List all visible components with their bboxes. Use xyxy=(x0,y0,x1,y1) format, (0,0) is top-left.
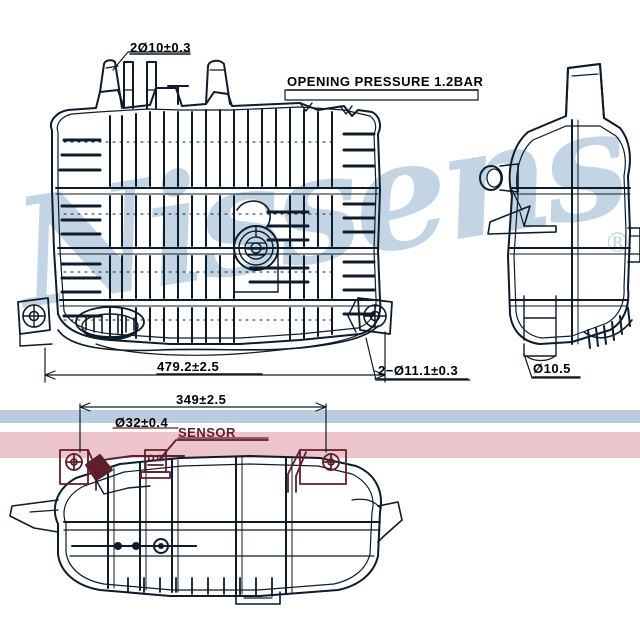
dimension-label-side-hole: Ø10.5 xyxy=(533,361,571,376)
dimension-label-top-holes: 2Ø10±0.3 xyxy=(130,40,192,55)
pressure-cap xyxy=(233,200,279,293)
opening-pressure-label: OPENING PRESSURE 1.2BAR xyxy=(287,74,484,89)
color-band-blue xyxy=(0,410,640,423)
front-view-group xyxy=(17,59,393,356)
side-port xyxy=(479,163,523,211)
side-view-group xyxy=(479,63,640,362)
dimension-label-mount-spacing: 349±2.5 xyxy=(176,392,227,407)
sensor-body xyxy=(140,449,171,479)
sensor-label: SENSOR xyxy=(178,425,236,440)
dimension-label-neck-diameter: Ø32±0.4 xyxy=(115,415,169,430)
dimension-label-mount-holes: 2−Ø11.1±0.3 xyxy=(378,363,459,378)
left-mount-lug xyxy=(17,297,53,347)
right-bracket xyxy=(287,449,347,493)
dimension-label-overall-width: 479.2±2.5 xyxy=(157,359,220,374)
color-band-pink xyxy=(0,432,640,458)
right-mount-lug xyxy=(347,297,393,335)
left-bracket xyxy=(59,449,97,491)
top-view-group xyxy=(9,439,403,605)
drain-cap xyxy=(75,306,145,341)
dimension-lines xyxy=(44,51,581,453)
